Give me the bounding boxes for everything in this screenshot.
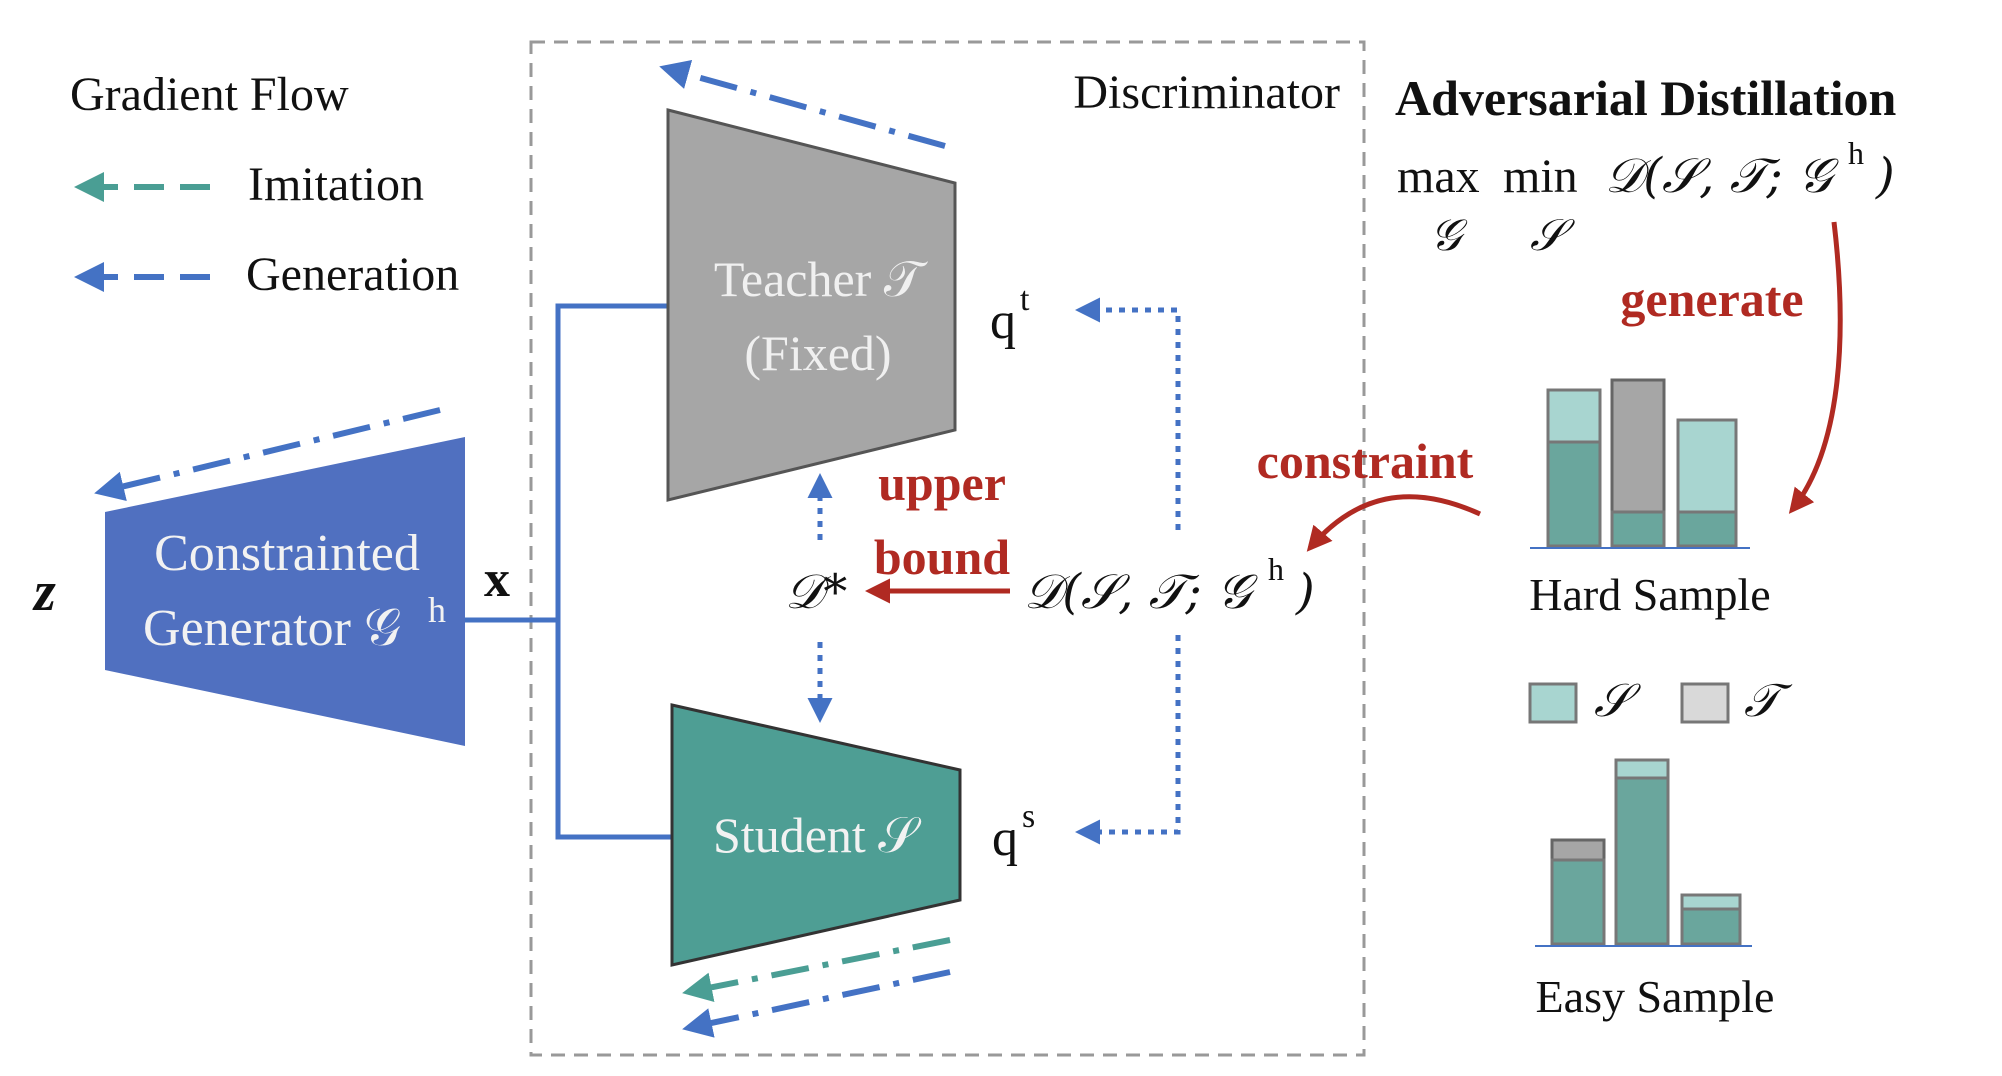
generate-arrow [1788,221,1843,514]
hard-bar3-s [1676,418,1738,514]
d-expr-post: ) [1295,564,1315,620]
hard-bar2-t [1610,378,1666,514]
student-label: Student 𝒮 [713,807,921,863]
q-t-sup: t [1020,281,1030,318]
adversarial-min: min [1503,150,1578,203]
generator-trapezoid [105,437,465,746]
generator-label-line1: Constrainted [154,525,420,582]
q-s-base: q [992,810,1018,867]
constraint-arrow [1306,494,1482,552]
easy-bar1-t [1550,838,1606,862]
legend-s-label: 𝒮 [1594,673,1641,727]
q-t-base: q [990,293,1016,350]
adversarial-expr-pre: 𝒟(𝒮, 𝒯; 𝒢 [1605,148,1839,204]
adversarial-expr-post: ) [1875,148,1895,204]
hard-sample-chart: Hard Sample [1529,378,1771,620]
teacher-label-line2: (Fixed) [744,325,891,381]
branch-connector [555,303,672,840]
easy-bar2-overlap [1614,776,1670,946]
legend-title: Gradient Flow [70,68,349,121]
easy-bar3-overlap [1680,907,1742,946]
input-z: z [32,561,56,623]
generator-block: Constrainted Generator 𝒢 h [94,407,465,746]
adversarial-max-sub: 𝒢 [1430,210,1468,261]
hard-bar3-overlap [1676,510,1738,548]
student-block: Student 𝒮 [670,703,962,1038]
legend-t-swatch [1680,682,1730,724]
hard-bar1-s [1546,388,1602,444]
d-expr-pre: 𝒟(𝒮, 𝒯; 𝒢 [1024,564,1258,620]
adversarial-expr-sup: h [1848,135,1864,171]
teacher-label-line1: Teacher 𝒯 [714,251,929,307]
student-generation-arrow [682,969,951,1038]
student-trapezoid [670,703,962,967]
generator-label-line2: Generator 𝒢 [143,600,401,657]
generator-label-sup: h [428,590,446,630]
gradient-flow-legend: Gradient Flow Imitation Generation [70,68,459,301]
easy-sample-chart: Easy Sample [1535,758,1775,1022]
input-x: x [484,551,510,608]
teacher-block: Teacher 𝒯 (Fixed) [659,59,957,502]
legend-s-swatch [1528,682,1578,724]
hard-sample-label: Hard Sample [1529,569,1770,620]
teacher-trapezoid [666,108,957,502]
bar-legend: 𝒮 𝒯 [1528,673,1793,727]
adversarial-max: max [1397,150,1480,203]
d-expr-sup: h [1268,551,1284,587]
upper-bound-line1: upper [878,455,1006,511]
legend-t-label: 𝒯 [1744,673,1793,727]
legend-imitation-label: Imitation [248,158,424,211]
dotted-arrow-to-qs [1075,635,1181,845]
hard-bar2-overlap [1610,510,1666,548]
adversarial-title: Adversarial Distillation [1395,70,1897,126]
generator-gradient-arrow [94,407,441,501]
student-imitation-arrow [682,937,951,1003]
teacher-gradient-arrow [659,59,946,149]
adversarial-min-sub: 𝒮 [1530,210,1575,261]
dotted-arrow-to-qt [1075,297,1181,530]
q-s-sup: s [1022,798,1035,835]
constraint-label: constraint [1257,433,1474,489]
discriminator-frame [529,40,1366,1057]
generate-label: generate [1620,271,1803,327]
easy-bar1-overlap [1550,858,1606,946]
easy-bar2-s [1614,758,1670,780]
adversarial-panel: Adversarial Distillation max min 𝒢 𝒮 𝒟(𝒮… [1395,70,1897,261]
discriminator-label: Discriminator [1073,66,1340,119]
legend-generation-label: Generation [246,248,459,301]
hard-bar1-overlap [1546,440,1602,548]
d-star: 𝒟* [785,564,847,620]
easy-sample-label: Easy Sample [1536,971,1775,1022]
easy-bar3-s [1680,893,1742,911]
upper-bound-line2: bound [874,529,1010,585]
